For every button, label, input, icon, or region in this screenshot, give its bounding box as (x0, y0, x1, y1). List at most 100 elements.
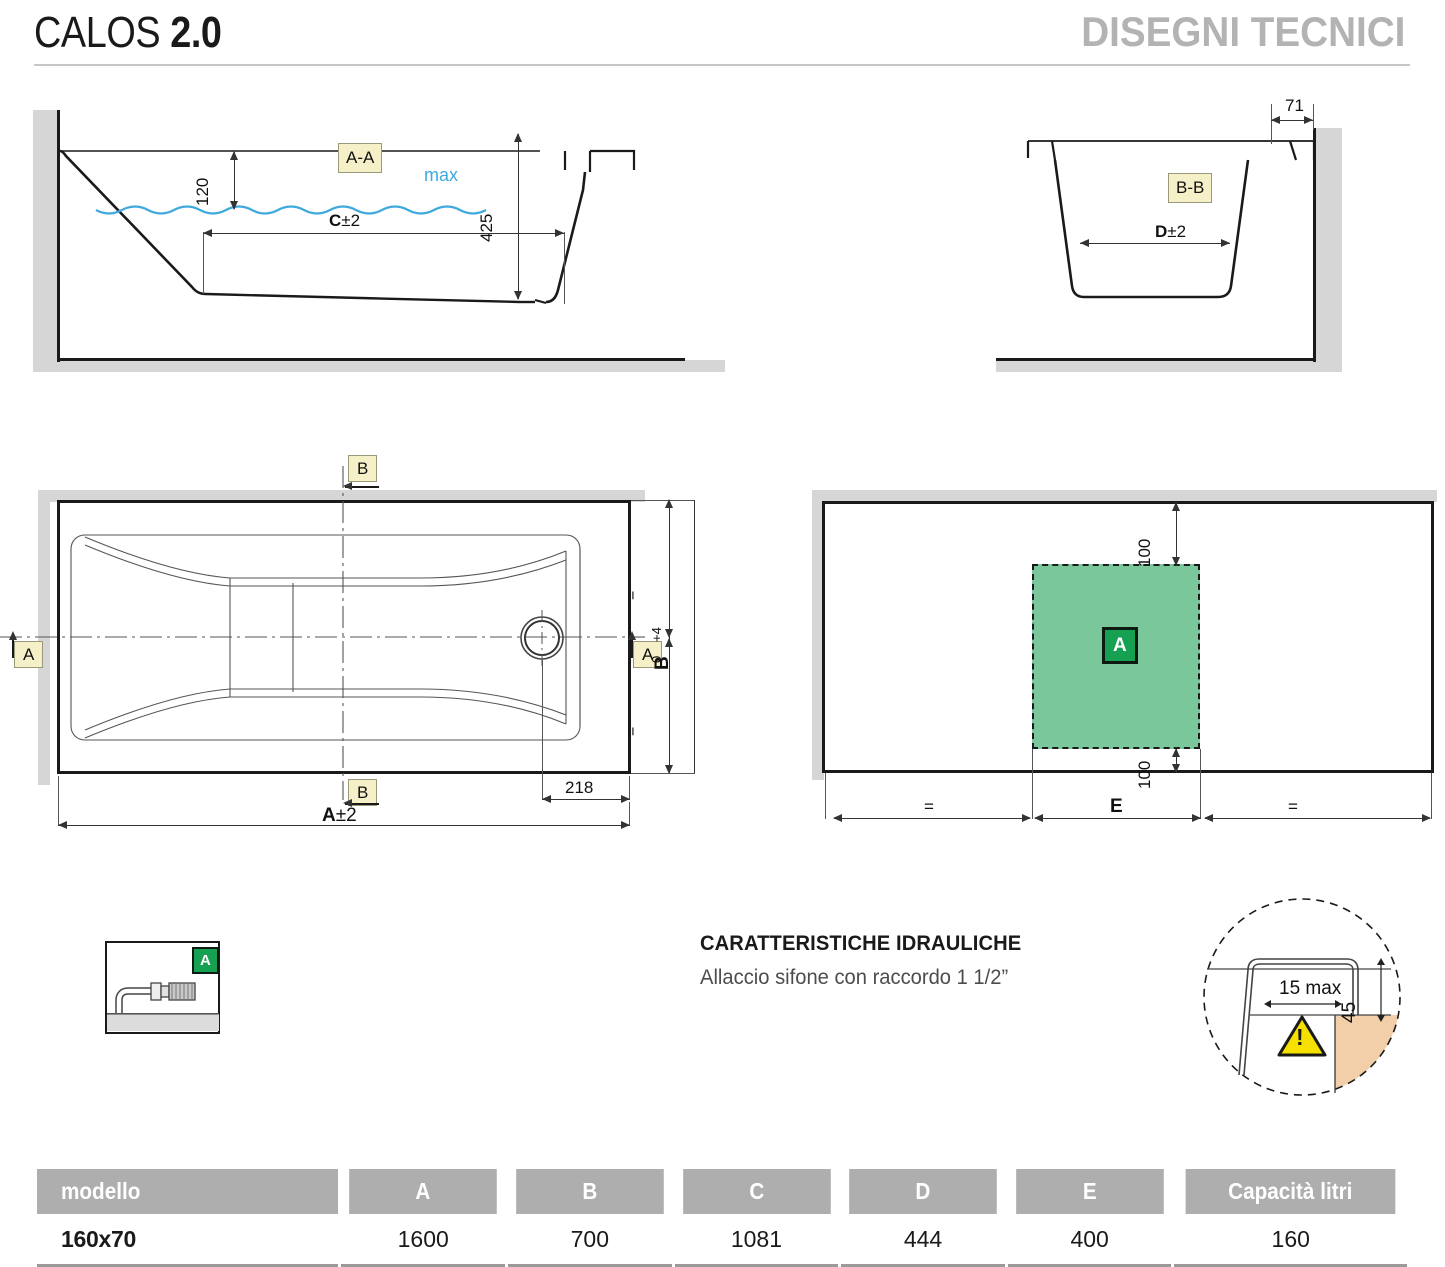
floor-horizontal-bb (996, 360, 1342, 372)
dim-100-top-arrow-down (1172, 557, 1180, 566)
dim-e-ext-right (1200, 749, 1201, 819)
floor-inner-edge (57, 358, 685, 361)
table-header-d: D (849, 1169, 997, 1214)
dim-218-line (542, 799, 630, 800)
cell-capacita: 160 (1174, 1214, 1407, 1267)
dim-218-ext-right (629, 776, 630, 800)
dim-218-arrow-right (621, 795, 630, 803)
dim-b-ext-bottom (631, 773, 695, 774)
dim-d-letter: D (1155, 222, 1168, 241)
dim-b-tol-upper: +4 (649, 627, 664, 642)
dim-a-arrow-left (58, 821, 67, 829)
badge-section-b-bottom: B (348, 779, 378, 806)
dim-e-arrow-l (1034, 814, 1043, 822)
brand-version: 2.0 (170, 8, 222, 57)
badge-section-bb: B-B (1168, 173, 1213, 203)
dim-120-arrow-bottom (230, 201, 238, 210)
water-level-label: max (424, 165, 459, 185)
dim-a-letter: A (322, 805, 336, 826)
section-b-top-arrow (343, 482, 352, 490)
dim-b-ext-top (631, 500, 695, 501)
elev-wall-left (812, 490, 824, 780)
dim-equal-right-text: = (1288, 797, 1298, 816)
dim-218-arrow-left (542, 795, 551, 803)
specification-table: modello A B C D E Capacità litri 160x70 … (34, 1169, 1410, 1267)
dim-c-letter: C (329, 211, 342, 230)
table-header-c: C (682, 1169, 831, 1214)
tub-inner-contour (0, 466, 645, 800)
badge-section-a-left: A (14, 641, 44, 668)
dim-e-ext-right-outer (1431, 773, 1432, 819)
dim-c-ext-right (564, 232, 565, 304)
dim-equal-left-arrow-r (1022, 814, 1031, 822)
dim-d-tolerance: ±2 (1167, 222, 1187, 241)
wall-vertical-bb (1316, 128, 1342, 372)
dim-100-bottom-arrow-up (1172, 748, 1180, 757)
dim-15max-text: 15 max (1277, 978, 1344, 1000)
dim-b-total-line (694, 500, 695, 773)
elev-outline-left (822, 501, 825, 773)
dim-a-tolerance: ±2 (335, 805, 357, 826)
dim-100-bottom-text: 100 (1135, 760, 1154, 789)
dim-b-arrow-bottom (665, 765, 673, 774)
dim-71-text: 71 (1285, 96, 1304, 115)
section-a-left-topline (12, 634, 14, 658)
dim-71-arrow-right (1304, 116, 1313, 124)
table-body: 160x70 1600 700 1081 444 400 160 (37, 1214, 1407, 1267)
dim-425-arrow-top (514, 133, 522, 142)
dim-c-arrow-left (203, 229, 212, 237)
dim-equal-left-text: = (924, 797, 934, 816)
dim-100-top-arrow-up (1172, 502, 1180, 511)
plan-wall-top (38, 490, 645, 502)
elev-outline-top (822, 501, 1434, 504)
drain-detail-panel: A (105, 941, 220, 1034)
wall-inner-edge-bb (1313, 128, 1316, 362)
wall-vertical (33, 110, 59, 372)
bathtub-section-bb-outline (1026, 140, 1316, 299)
dim-equal-left-line (834, 818, 1030, 819)
dim-218-ext-left (542, 660, 543, 800)
dim-218-text: 218 (565, 778, 594, 797)
dim-b-equal-upper: = (623, 590, 640, 600)
hydraulics-title: CARATTERISTICHE IDRAULICHE (700, 932, 1022, 955)
dim-a-arrow-right (621, 821, 630, 829)
page-header: CALOS 2.0 DISEGNI TECNICI (0, 0, 1445, 72)
section-b-top-underline (345, 486, 379, 488)
dim-100-top-line (1176, 503, 1177, 566)
tub-outline-bottom (57, 771, 630, 774)
dim-100-bottom-arrow-down (1172, 764, 1180, 773)
section-a-right-arrow (628, 631, 636, 640)
dim-c-arrow-right (555, 229, 564, 237)
dim-c-text: C±2 (329, 211, 360, 231)
table-header-capacita: Capacità litri (1186, 1169, 1396, 1214)
dim-71-line (1271, 120, 1313, 121)
section-a-right-topline (631, 634, 633, 658)
table-header-row: modello A B C D E Capacità litri (37, 1169, 1407, 1214)
dim-45-text: 45 (1339, 1001, 1360, 1023)
dim-b-half-upper (669, 500, 670, 637)
dim-b-arrow-mid-upper (665, 629, 673, 638)
dim-a-ext-left (58, 776, 59, 826)
elev-outline-right (1431, 501, 1434, 773)
dim-e-text: E (1110, 796, 1123, 817)
wall-inner-edge (57, 110, 60, 362)
dim-e-arrow-r (1192, 814, 1201, 822)
dim-b-equal-lower: = (623, 726, 640, 736)
elev-wall-top (812, 490, 1437, 502)
cell-c: 1081 (674, 1214, 839, 1267)
section-title: DISEGNI TECNICI (1080, 8, 1405, 55)
badge-section-aa: A-A (338, 143, 383, 173)
dim-71-arrow-left (1271, 116, 1280, 124)
dim-e-ext-left-outer (825, 773, 826, 819)
dim-equal-left-arrow-l (833, 814, 842, 822)
dim-c-ext-left (203, 232, 204, 294)
badge-zone-a: A (1102, 627, 1138, 664)
table-row: 160x70 1600 700 1081 444 400 160 (37, 1214, 1407, 1267)
dim-120-line (234, 152, 235, 209)
dim-b-arrow-mid-lower (665, 638, 673, 647)
badge-section-b-top: B (348, 455, 378, 482)
dim-d-arrow-right (1221, 239, 1230, 247)
dim-equal-right-line (1205, 818, 1430, 819)
table-header-a: A (349, 1169, 497, 1214)
